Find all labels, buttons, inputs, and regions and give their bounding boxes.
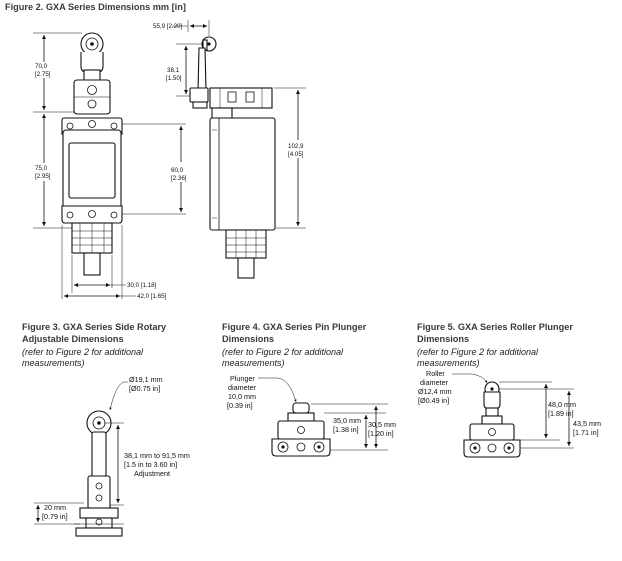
fig5-head — [469, 423, 515, 441]
fig2-dim-75-mm: 75,0 — [35, 165, 48, 172]
fig5-roller-plunger-view — [463, 381, 521, 458]
fig2-side-lever — [197, 47, 207, 93]
fig2-side-body — [209, 117, 276, 231]
fig4-dim-305-in: [1.20 in] — [368, 429, 394, 438]
figure-3-title-line2: Adjustable Dimensions — [22, 334, 124, 344]
figure-4-note-line1: (refer to Figure 2 for additional — [222, 347, 344, 357]
figure-3-note-line1: (refer to Figure 2 for additional — [22, 347, 144, 357]
fig5-dimensions: Roller diameter Ø12,4 mm [Ø0.49 in] 48,0… — [418, 369, 601, 449]
fig2-dim-70-mm: 70,0 — [35, 63, 48, 70]
fig3-dim-19-mm: Ø19,1 mm — [129, 375, 163, 384]
fig2-side-view — [189, 36, 276, 279]
fig2-dim-60-mm: 60,0 — [171, 167, 184, 174]
fig2-front-view — [61, 32, 123, 276]
fig2-dim-38-in: [1.50] — [166, 75, 182, 82]
fig5-roller-mm: Ø12,4 mm — [418, 387, 452, 396]
fig2-dim-38-mm: 38,1 — [167, 67, 180, 74]
fig5-dim-48-in: [1.89 in] — [548, 409, 574, 418]
fig3-dim-20-mm: 20 mm — [44, 503, 66, 512]
figure-2-title: Figure 2. GXA Series Dimensions mm [in] — [5, 2, 186, 12]
fig4-plunger-in: [0.39 in] — [227, 401, 253, 410]
fig2-side-head — [209, 87, 273, 109]
fig3-dimensions: Ø19,1 mm [Ø0.75 in] 38,1 mm to 91,5 mm [… — [34, 375, 190, 525]
fig3-adjustment-mm: 38,1 mm to 91,5 mm — [124, 451, 190, 460]
fig2-dim-75-in: [2.95] — [35, 173, 51, 180]
fig5-dim-435-mm: 43,5 mm — [573, 419, 601, 428]
fig2-dim-102-mm: 102,9 — [288, 143, 304, 150]
fig3-adjustment-label: Adjustment — [134, 469, 170, 478]
fig4-plunger-label-2: diameter — [228, 383, 257, 392]
fig5-dim-435-in: [1.71 in] — [573, 428, 599, 437]
fig4-plunger-mm: 10,0 mm — [228, 392, 256, 401]
fig5-roller-label-1: Roller — [426, 369, 445, 378]
figure-3-title-line1: Figure 3. GXA Series Side Rotary — [22, 322, 167, 332]
fig3-dim-20-in: [0.79 in] — [42, 512, 68, 521]
fig5-dim-48-mm: 48,0 mm — [548, 400, 576, 409]
figure-5-title-line2: Dimensions — [417, 334, 470, 344]
fig2-lever-arm — [80, 52, 104, 73]
fig2-dim-102-in: [4.05] — [288, 151, 304, 158]
fig4-dim-35-mm: 35,0 mm — [333, 416, 361, 425]
fig2-dim-55: 55,9 [2.20] — [153, 23, 183, 30]
fig2-dim-30: 30,0 [1.18] — [127, 282, 157, 289]
figure-3-note-line2: measurements) — [22, 358, 85, 368]
fig3-adjustment-in: [1.5 in to 3.60 in] — [124, 460, 177, 469]
fig4-plunger — [292, 402, 310, 414]
fig2-front-dimensions: 70,0 [2.75] 75,0 [2.95] 60,0 [2.36] 30,0… — [33, 32, 194, 300]
fig4-plunger-label-1: Plunger — [230, 374, 255, 383]
fig4-dim-305-mm: 30,5 mm — [368, 420, 396, 429]
figure-4-note-line2: measurements) — [222, 358, 285, 368]
fig2-side-dimensions: 55,9 [2.20] 38,1 [1.50] 102,9 [4.05] — [153, 20, 310, 229]
figure-4-title-line1: Figure 4. GXA Series Pin Plunger — [222, 322, 367, 332]
fig4-head — [277, 420, 325, 440]
fig5-roller-in: [Ø0.49 in] — [418, 396, 449, 405]
fig4-dim-35-in: [1.38 in] — [333, 425, 359, 434]
figure-5-note-line2: measurements) — [417, 358, 480, 368]
fig3-dim-19-in: [Ø0.75 in] — [129, 384, 160, 393]
fig3-side-rotary-view — [74, 410, 124, 537]
figure-5-note-line1: (refer to Figure 2 for additional — [417, 347, 539, 357]
fig5-roller-label-2: diameter — [420, 378, 449, 387]
figure-4-title-line2: Dimensions — [222, 334, 275, 344]
figure-5-title-line1: Figure 5. GXA Series Roller Plunger — [417, 322, 573, 332]
fig2-dim-60-in: [2.36] — [171, 175, 187, 182]
fig2-dim-42: 42,0 [1.65] — [137, 293, 167, 300]
fig2-cover — [68, 142, 116, 199]
fig4-pin-plunger-view — [271, 402, 331, 457]
fig4-dimensions: Plunger diameter 10,0 mm [0.39 in] 35,0 … — [227, 374, 396, 451]
fig2-dim-70-in: [2.75] — [35, 71, 51, 78]
